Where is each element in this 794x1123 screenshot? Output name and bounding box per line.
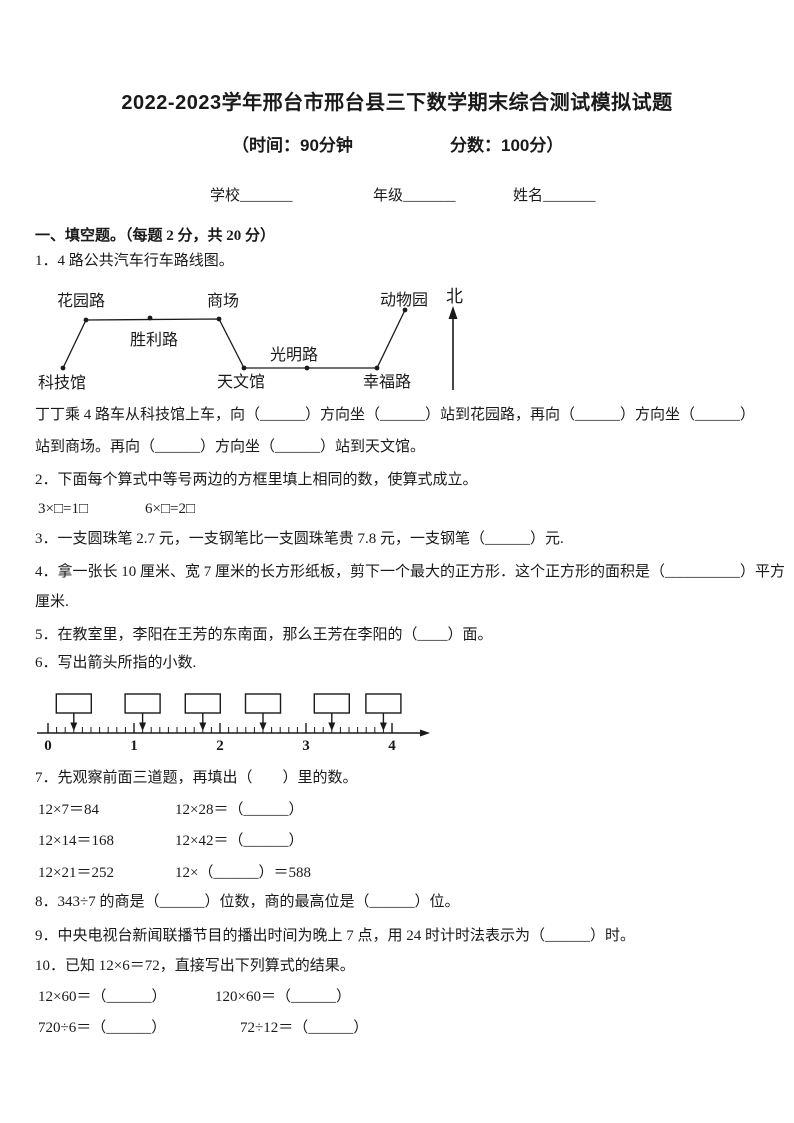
question-7-text: 7．先观察前面三道题，再填出（ ）里的数。: [35, 770, 358, 786]
name-field: 姓名_______: [513, 188, 596, 204]
exam-time-label: （时间：90分钟: [232, 136, 353, 155]
tick-label-4: 4: [388, 738, 396, 754]
school-field: 学校_______: [210, 188, 293, 204]
station-label-kejiguan: 科技馆: [38, 374, 86, 392]
q10-row2-col1: 720÷6＝（______）: [38, 1020, 167, 1036]
question-10-text: 10．已知 12×6＝72，直接写出下列算式的结果。: [35, 958, 355, 974]
grade-field: 年级_______: [373, 188, 456, 204]
q10-row2-col2: 72÷12＝（______）: [240, 1020, 369, 1036]
decimal-answer-box: [55, 693, 92, 714]
decimal-number-line: 0 1 2 3 4: [37, 693, 430, 754]
question-6-text: 6．写出箭头所指的小数.: [35, 655, 197, 671]
q7-row2-col2: 12×42＝（______）: [175, 833, 304, 849]
box-arrowhead-icon: [139, 722, 147, 731]
box-arrowhead-icon: [259, 722, 267, 731]
q7-row3-col2: 12×（______）＝588: [175, 865, 311, 881]
decimal-answer-box: [313, 693, 350, 714]
question-2-text: 2．下面每个算式中等号两边的方框里填上相同的数，使算式成立。: [35, 472, 478, 488]
q7-row1-col2: 12×28＝（______）: [175, 802, 304, 818]
question-9-text: 9．中央电视台新闻联播节目的播出时间为晚上 7 点，用 24 时计时法表示为（_…: [35, 928, 636, 944]
route-station-dots: [60, 307, 408, 371]
page-title: 2022-2023学年邢台市邢台县三下数学期末综合测试模拟试题: [121, 92, 673, 114]
question-5-text: 5．在教室里，李阳在王芳的东南面，那么王芳在李阳的（____）面。: [35, 627, 493, 643]
station-label-huayuanlu: 花园路: [57, 292, 105, 310]
question-1-text: 1．4 路公共汽车行车路线图。: [35, 253, 234, 269]
station-label-shenglilu: 胜利路: [130, 331, 178, 349]
tick-label-3: 3: [302, 738, 310, 754]
q7-row2-col1: 12×14＝168: [38, 833, 114, 849]
decimal-answer-box: [244, 693, 282, 714]
question-4-line-2: 厘米.: [35, 594, 69, 610]
tick-label-0: 0: [44, 738, 52, 754]
tick-label-1: 1: [130, 738, 138, 754]
station-label-xingfulu: 幸福路: [363, 373, 411, 391]
bus-route-line: [62, 309, 406, 369]
exam-score-label: 分数：100分）: [450, 136, 564, 155]
question-3-text: 3．一支圆珠笔 2.7 元，一支钢笔比一支圆珠笔贵 7.8 元，一支钢笔（___…: [35, 531, 564, 547]
tick-label-2: 2: [216, 738, 224, 754]
box-arrowhead-icon: [379, 722, 387, 731]
decimal-answer-box: [365, 693, 402, 714]
q7-row3-col1: 12×21＝252: [38, 865, 114, 881]
q10-row1-col2: 120×60＝（______）: [215, 989, 351, 1005]
box-arrowhead-icon: [70, 722, 78, 731]
question-1-line-2: 站到商场。再向（______）方向坐（______）站到天文馆。: [35, 439, 426, 455]
question-8-text: 8．343÷7 的商是（______）位数，商的最高位是（______）位。: [35, 894, 460, 910]
section-1-heading: 一、填空题。（每题 2 分，共 20 分）: [35, 228, 276, 244]
axis-arrowhead-icon: [420, 729, 430, 737]
q10-row1-col1: 12×60＝（______）: [38, 989, 167, 1005]
question-2-equation-2: 6×□=2□: [145, 501, 196, 517]
north-label: 北: [446, 287, 463, 306]
q7-row1-col1: 12×7＝84: [38, 802, 99, 818]
north-arrow-icon: [448, 306, 458, 390]
question-4-line-1: 4．拿一张长 10 厘米、宽 7 厘米的长方形纸板，剪下一个最大的正方形．这个正…: [35, 564, 786, 580]
station-label-dongwuyuan: 动物园: [380, 291, 428, 309]
box-arrowhead-icon: [328, 722, 336, 731]
station-label-tianwenguan: 天文馆: [217, 373, 265, 391]
box-arrowhead-icon: [199, 722, 207, 731]
decimal-answer-box: [184, 693, 222, 714]
station-label-guangminglu: 光明路: [270, 346, 318, 364]
bus-route-map: 花园路 胜利路 商场 光明路 动物园 科技馆 天文馆 幸福路 北: [38, 287, 463, 392]
decimal-answer-box: [124, 693, 161, 714]
station-label-shangchang: 商场: [207, 292, 239, 310]
question-2-equation-1: 3×□=1□: [38, 501, 89, 517]
question-1-line-1: 丁丁乘 4 路车从科技馆上车，向（______）方向坐（______）站到花园路…: [35, 407, 756, 423]
